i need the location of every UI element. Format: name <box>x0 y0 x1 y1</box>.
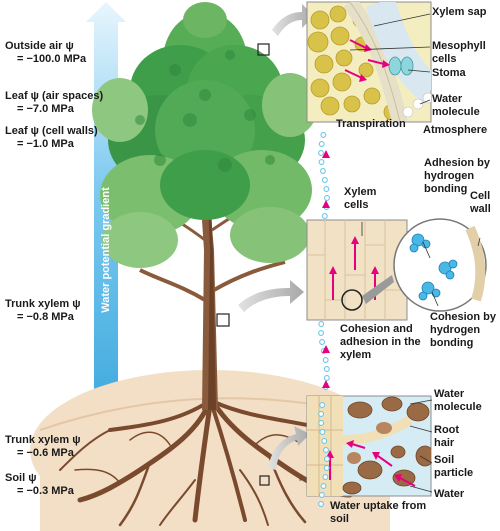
water-molecule-column <box>318 132 330 507</box>
psi-soil: Soil ψ = −0.3 MPa <box>5 472 74 497</box>
psi-outside-air: Outside air ψ = −100.0 MPa <box>5 40 87 65</box>
water-molecule-dot <box>318 150 324 156</box>
label-xylem-cells: Xylem cells <box>344 186 377 211</box>
water-molecule-dot <box>318 501 324 507</box>
label-mesophyll-cells: Mesophyll cells <box>432 40 486 65</box>
psi-leaf-air-spaces: Leaf ψ (air spaces) = −7.0 MPa <box>5 90 104 115</box>
label-stoma: Stoma <box>432 67 466 79</box>
water-molecule-dot <box>324 195 330 201</box>
water-molecule-dot <box>323 447 329 453</box>
water-molecule-dot <box>323 186 330 192</box>
xylem-panel <box>306 218 487 321</box>
upward-flow-arrow <box>322 200 330 208</box>
label-atmosphere: Atmosphere <box>423 124 488 136</box>
label-soil-particle: Soil particle <box>434 454 474 479</box>
psi-leaf-cell-walls: Leaf ψ (cell walls) = −1.0 MPa <box>5 125 98 150</box>
roots <box>59 397 381 527</box>
label-cohesion: Cohesion by hydrogen bonding <box>430 311 497 349</box>
water-molecule-dot <box>320 168 326 174</box>
leaf-panel <box>306 1 432 123</box>
water-molecule-dot <box>323 366 330 372</box>
label-water: Water <box>434 488 465 500</box>
water-molecule-dot <box>318 411 325 417</box>
locator-boxes <box>216 43 270 486</box>
water-molecule-dot <box>318 141 325 147</box>
water-molecule-dot <box>318 321 325 327</box>
label-water-molecule-root: Water molecule <box>434 388 482 413</box>
water-molecule-dot <box>318 492 325 498</box>
water-molecule-dot <box>318 330 325 336</box>
gradient-label: Water potential gradient <box>100 187 112 313</box>
water-molecule-dot <box>319 429 326 435</box>
label-xylem-sap: Xylem sap <box>432 6 487 18</box>
label-water-uptake: Water uptake from soil <box>330 500 427 525</box>
water-molecule-dot <box>323 465 330 471</box>
label-cohesion-adhesion: Cohesion and adhesion in the xylem <box>340 323 421 361</box>
water-molecule-dot <box>320 132 327 138</box>
upward-flow-arrow <box>322 380 330 388</box>
water-molecule-dot <box>323 375 330 381</box>
water-molecule-dot <box>318 420 325 426</box>
label-adhesion: Adhesion by hydrogen bonding <box>424 157 491 195</box>
label-root-hair: Root hair <box>434 424 460 449</box>
water-molecule-dot <box>319 402 326 408</box>
label-cell-wall: Cell wall <box>470 190 491 215</box>
root-panel <box>306 395 432 497</box>
psi-trunk-xylem-upper: Trunk xylem ψ = −0.8 MPa <box>5 298 81 323</box>
water-molecule-dot <box>323 456 330 462</box>
label-water-molecule-leaf: Water molecule <box>432 93 480 118</box>
label-transpiration: Transpiration <box>336 118 406 130</box>
leader-lines <box>349 13 481 493</box>
water-molecule-dot <box>319 339 326 345</box>
water-molecule-dot <box>318 159 325 165</box>
water-molecule-dot <box>322 357 329 363</box>
water-molecule-dot <box>321 438 328 444</box>
water-molecule-dot <box>321 177 328 183</box>
psi-trunk-xylem-lower: Trunk xylem ψ = −0.6 MPa <box>5 434 81 459</box>
water-molecule-dot <box>322 474 329 480</box>
water-molecule-dot <box>320 483 327 489</box>
upward-flow-arrow <box>322 150 330 158</box>
zoom-arrows <box>238 4 314 470</box>
upward-flow-arrow <box>322 345 330 353</box>
foliage <box>92 2 318 268</box>
water-molecule-dot <box>321 213 328 219</box>
